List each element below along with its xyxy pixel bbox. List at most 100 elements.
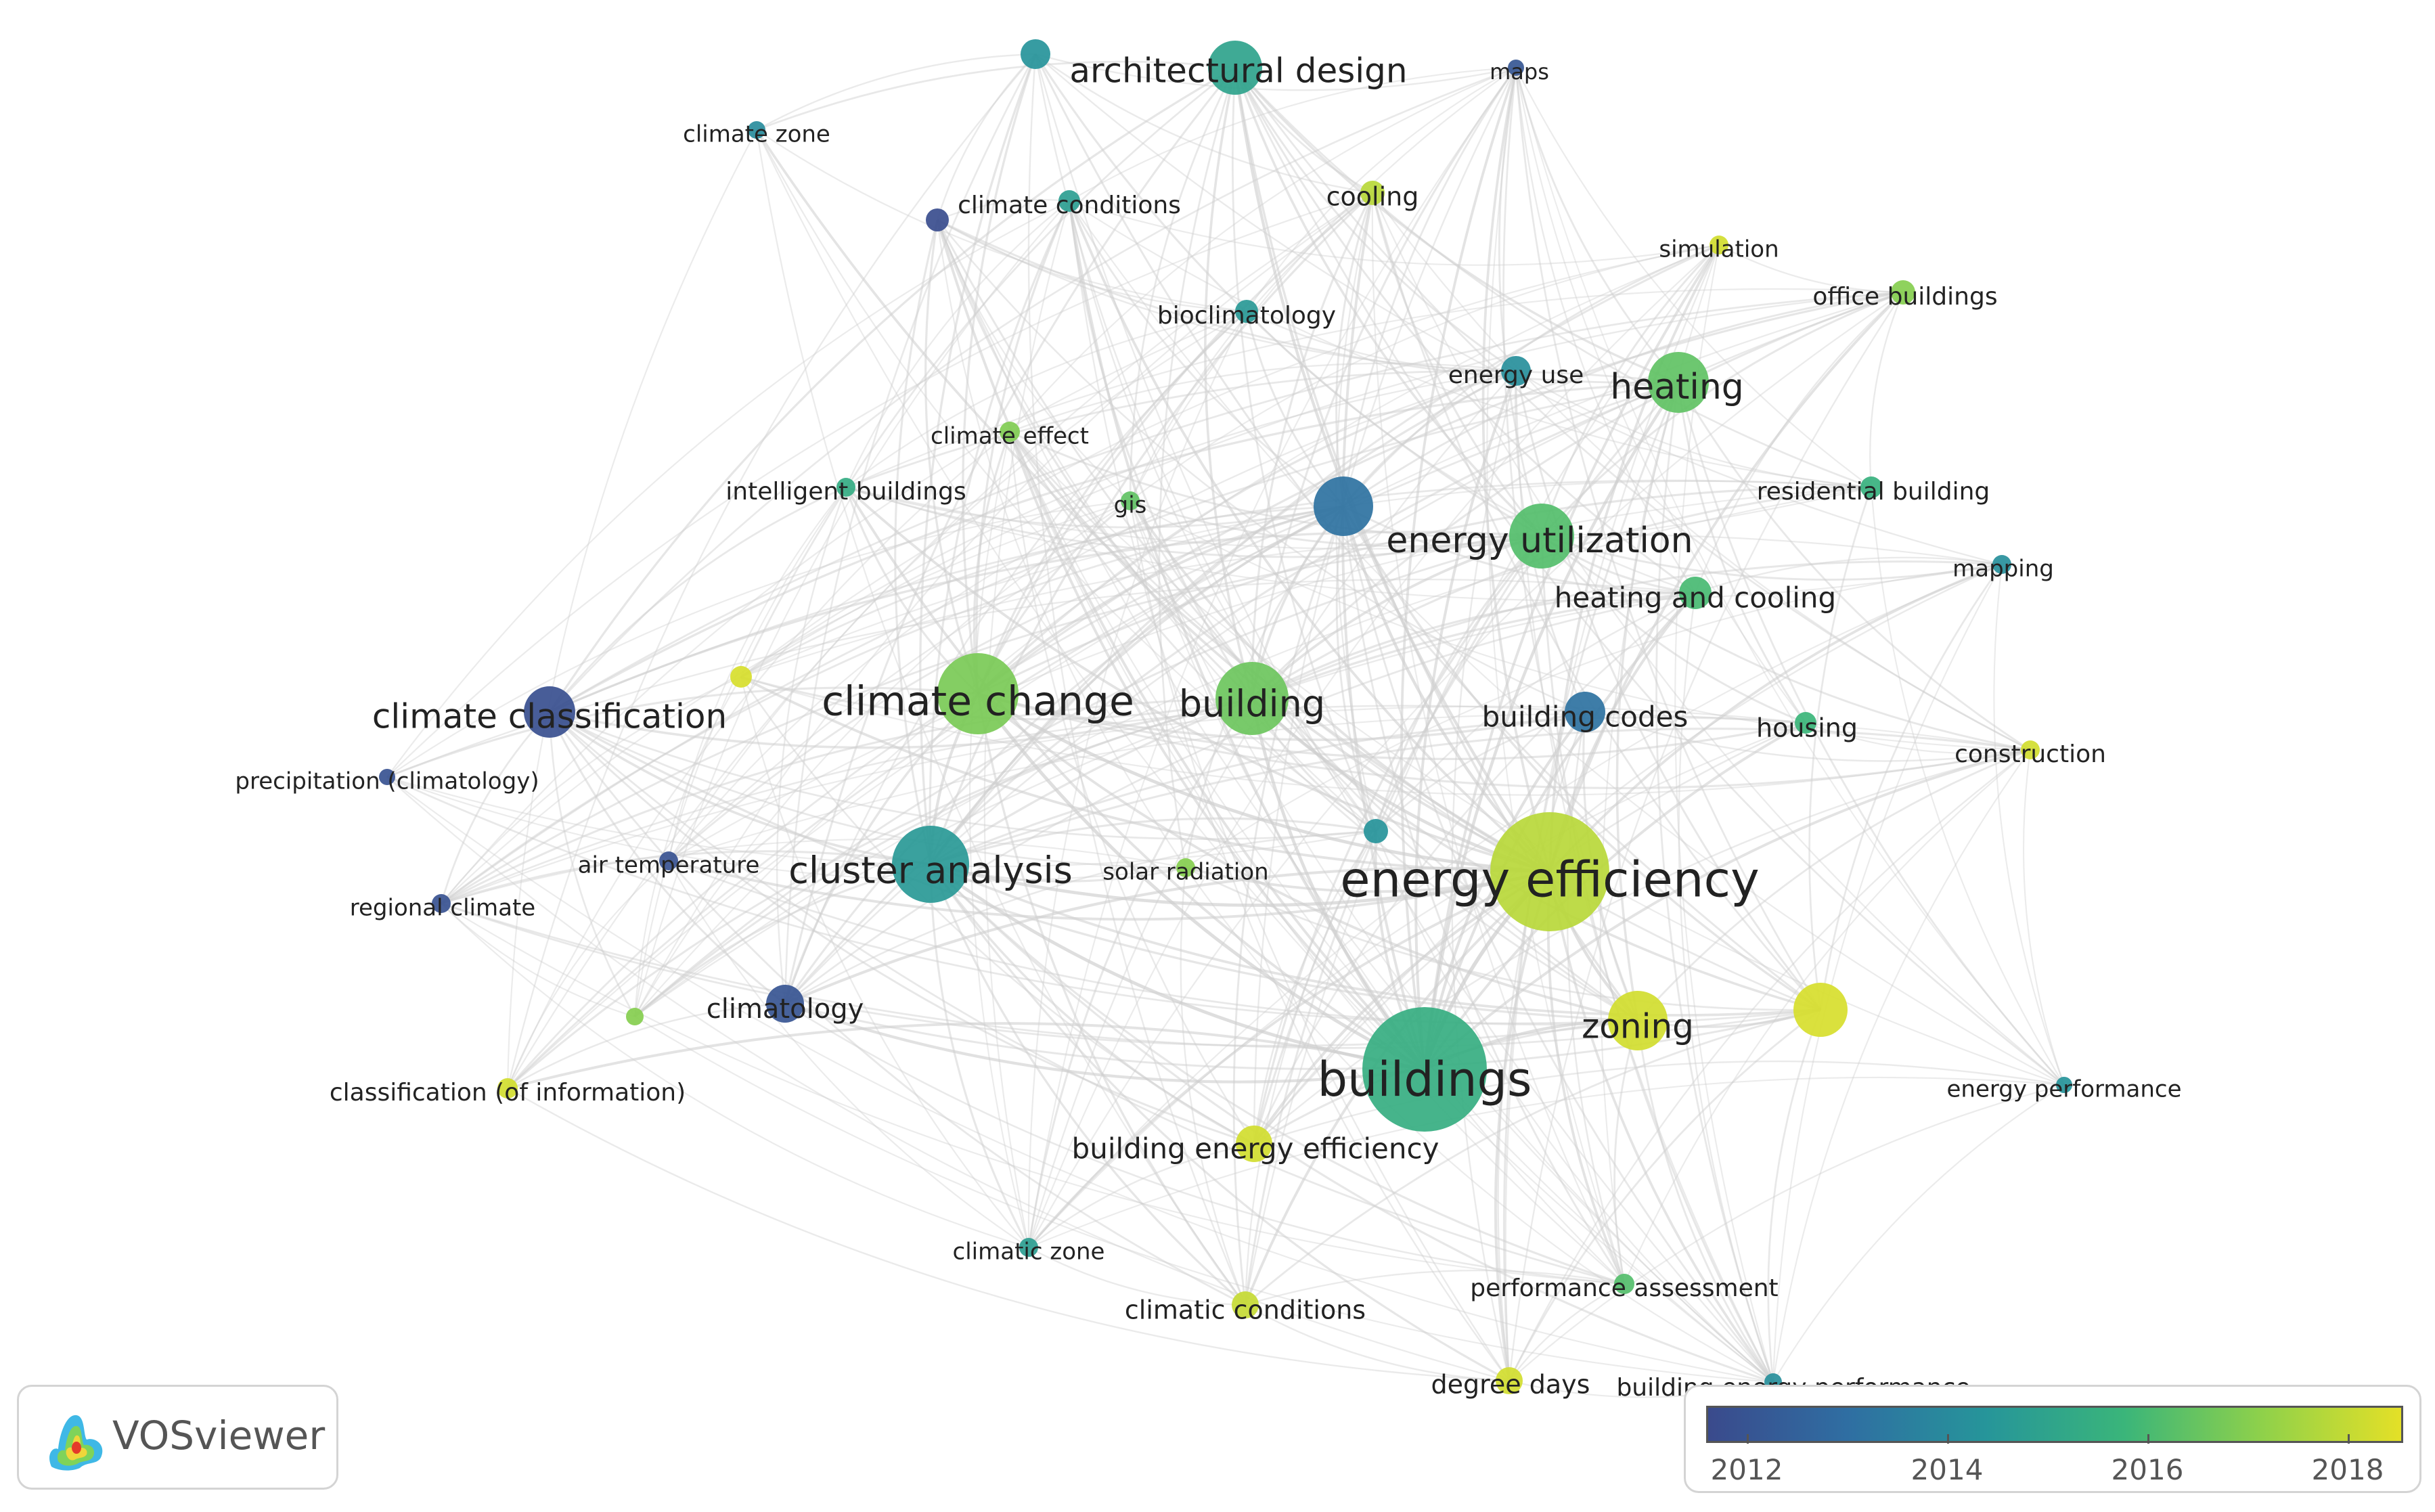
edge-99 <box>507 192 1373 1089</box>
node-unlabeled-35[interactable] <box>626 1008 644 1025</box>
node-climate-zone[interactable] <box>748 121 765 139</box>
label-intelligent-buildings: intelligent buildings <box>725 478 966 506</box>
node-solar-radiation[interactable] <box>1176 858 1195 877</box>
edge-153 <box>549 381 1679 713</box>
node-climate-classification[interactable] <box>524 686 575 738</box>
node-energy-utilization[interactable] <box>1509 504 1574 569</box>
edge-235 <box>1870 487 2065 1086</box>
edge-255 <box>1678 592 1774 1383</box>
color-gradient-bar <box>1706 1406 2403 1443</box>
node-maps[interactable] <box>1508 60 1524 76</box>
node-office-buildings[interactable] <box>1891 280 1915 305</box>
node-unlabeled-37[interactable] <box>1793 983 1848 1037</box>
edge-101 <box>1371 192 1625 1285</box>
edge-180 <box>845 486 2003 602</box>
label-climate-zone: climate zone <box>683 121 830 148</box>
edge-185 <box>776 487 847 1004</box>
edge-139 <box>1009 362 1517 433</box>
node-zoning[interactable] <box>1608 991 1668 1050</box>
edge-106 <box>740 244 1720 677</box>
edge-70 <box>1068 200 1426 1071</box>
node-heating[interactable] <box>1648 352 1709 413</box>
edge-57 <box>756 129 1774 1383</box>
edge-325 <box>668 860 1550 921</box>
node-energy-performance[interactable] <box>2056 1077 2072 1093</box>
node-architectural-design[interactable] <box>1208 41 1262 95</box>
edge-332 <box>633 863 931 1018</box>
node-unlabeled-5[interactable] <box>926 208 949 231</box>
edge-98 <box>1341 192 1426 1070</box>
node-housing[interactable] <box>1795 712 1816 734</box>
node-building-codes[interactable] <box>1565 692 1605 732</box>
node-regional-climate[interactable] <box>432 894 451 913</box>
node-simulation[interactable] <box>1710 236 1728 254</box>
node-unlabeled-15[interactable] <box>1314 476 1373 536</box>
edge-286 <box>441 697 1253 905</box>
node-mapping[interactable] <box>1992 555 2011 574</box>
node-residential-building[interactable] <box>1860 476 1882 498</box>
node-air-temperature[interactable] <box>659 851 678 870</box>
edge-300 <box>930 716 1806 866</box>
label-architectural-design: architectural design <box>1069 51 1407 91</box>
edge-314 <box>386 776 1377 868</box>
node-bioclimatology[interactable] <box>1235 300 1258 323</box>
edge-190 <box>1130 500 2031 751</box>
edge-275 <box>977 692 1806 761</box>
node-unlabeled-1[interactable] <box>1021 39 1050 69</box>
node-climate-effect[interactable] <box>1000 422 1020 442</box>
edge-6 <box>1234 67 1872 489</box>
node-cooling[interactable] <box>1360 181 1385 205</box>
label-performance-assessment: performance assessment <box>1470 1274 1778 1302</box>
node-climatic-conditions[interactable] <box>1232 1291 1259 1318</box>
edge-85 <box>936 219 1426 1071</box>
edge-170 <box>1008 431 1426 1071</box>
edge-177 <box>845 486 1344 529</box>
node-energy-use[interactable] <box>1501 356 1531 386</box>
node-classification-of-information[interactable] <box>497 1078 518 1098</box>
edge-256 <box>549 697 1253 749</box>
edge-374 <box>507 1088 1510 1382</box>
node-cluster-analysis[interactable] <box>892 826 969 903</box>
edge-236 <box>1695 556 2003 594</box>
edge-129 <box>1508 292 1904 1381</box>
node-climatic-zone[interactable] <box>1019 1238 1038 1257</box>
node-buildings[interactable] <box>1362 1007 1487 1132</box>
edge-355 <box>441 903 635 1018</box>
edge-93 <box>386 192 1373 778</box>
node-intelligent-buildings[interactable] <box>836 478 855 497</box>
node-construction[interactable] <box>2021 740 2040 759</box>
edge-239 <box>1185 563 2003 868</box>
edge-28 <box>1034 53 1821 1011</box>
node-building-energy-efficiency[interactable] <box>1236 1126 1272 1162</box>
edge-191 <box>386 499 1131 778</box>
legend-tick-2014 <box>1947 1434 1949 1444</box>
edge-377 <box>1509 1084 2065 1381</box>
node-performance-assessment[interactable] <box>1614 1274 1634 1294</box>
node-unlabeled-28[interactable] <box>1364 819 1388 843</box>
label-building: building <box>1179 683 1325 726</box>
year-color-legend: 2012 2014 2016 2018 <box>1684 1385 2421 1493</box>
edge-136 <box>441 310 1247 904</box>
node-heating-and-cooling[interactable] <box>1679 577 1712 609</box>
edge-242 <box>1993 564 2065 1086</box>
node-unlabeled-21[interactable] <box>730 666 752 688</box>
edge-308 <box>1423 749 2031 1071</box>
node-building[interactable] <box>1215 662 1289 735</box>
network-edges <box>386 53 2065 1398</box>
edge-327 <box>507 860 669 1089</box>
edge-360 <box>784 1002 1821 1070</box>
node-climate-conditions[interactable] <box>1058 190 1080 212</box>
vosviewer-logo-icon <box>49 1415 103 1471</box>
legend-label-2014: 2014 <box>1911 1453 1984 1486</box>
node-climate-change[interactable] <box>937 653 1019 734</box>
label-climate-conditions: climate conditions <box>958 192 1181 219</box>
node-climatology[interactable] <box>766 985 804 1023</box>
edge-339 <box>929 864 1510 1382</box>
node-gis[interactable] <box>1121 491 1140 510</box>
label-buildings: buildings <box>1318 1052 1532 1107</box>
node-degree-days[interactable] <box>1496 1367 1523 1394</box>
edge-298 <box>1497 711 1586 1381</box>
node-energy-efficiency[interactable] <box>1490 812 1609 931</box>
node-precipitation-climatology[interactable] <box>379 769 395 785</box>
